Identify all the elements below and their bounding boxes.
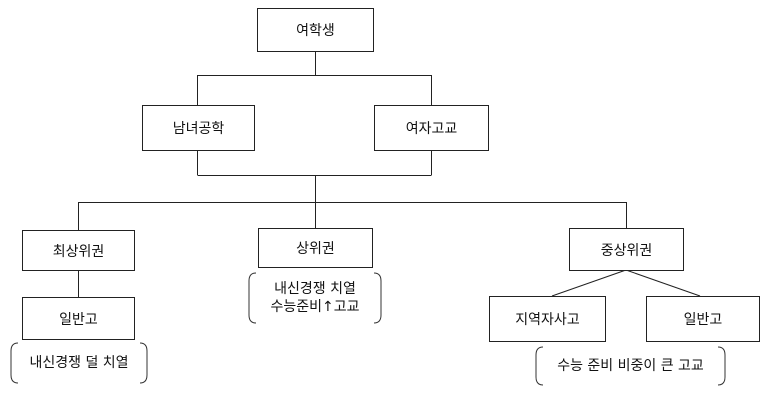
node-top-tier: 최상위권 [22, 230, 135, 271]
note-center-bracket-close [373, 272, 382, 324]
note-right-bracket-open [535, 346, 544, 386]
note-suneung-focus: 수능 준비 비중이 큰 고교 [539, 347, 722, 385]
node-mid-upper-tier: 중상위권 [569, 228, 684, 271]
node-general-high-right: 일반고 [646, 296, 760, 342]
node-coed-school: 남녀공학 [142, 105, 255, 151]
note-less-competition: 내신경쟁 덜 치열 [14, 343, 144, 383]
note-center-line2: 수능준비↑고교 [270, 299, 360, 315]
connector-mid-to-general [625, 269, 701, 297]
note-right-bracket-close [717, 346, 726, 386]
node-regional-private-high: 지역자사고 [489, 296, 606, 342]
note-intense-competition: 내신경쟁 치열 수능준비↑고교 [252, 273, 378, 323]
node-female-students: 여학생 [257, 8, 374, 52]
note-left-bracket-close [139, 342, 148, 384]
note-center-line1: 내신경쟁 치열 [274, 281, 356, 297]
note-center-bracket-open [248, 272, 257, 324]
node-girls-high-school: 여자고교 [374, 105, 489, 151]
node-general-high-left: 일반고 [22, 297, 135, 340]
node-upper-tier: 상위권 [258, 228, 373, 268]
note-right-text: 수능 준비 비중이 큰 고교 [557, 358, 704, 374]
note-left-bracket-open [10, 342, 19, 384]
note-left-text: 내신경쟁 덜 치열 [29, 355, 129, 371]
connector-mid-to-regional [551, 269, 627, 297]
